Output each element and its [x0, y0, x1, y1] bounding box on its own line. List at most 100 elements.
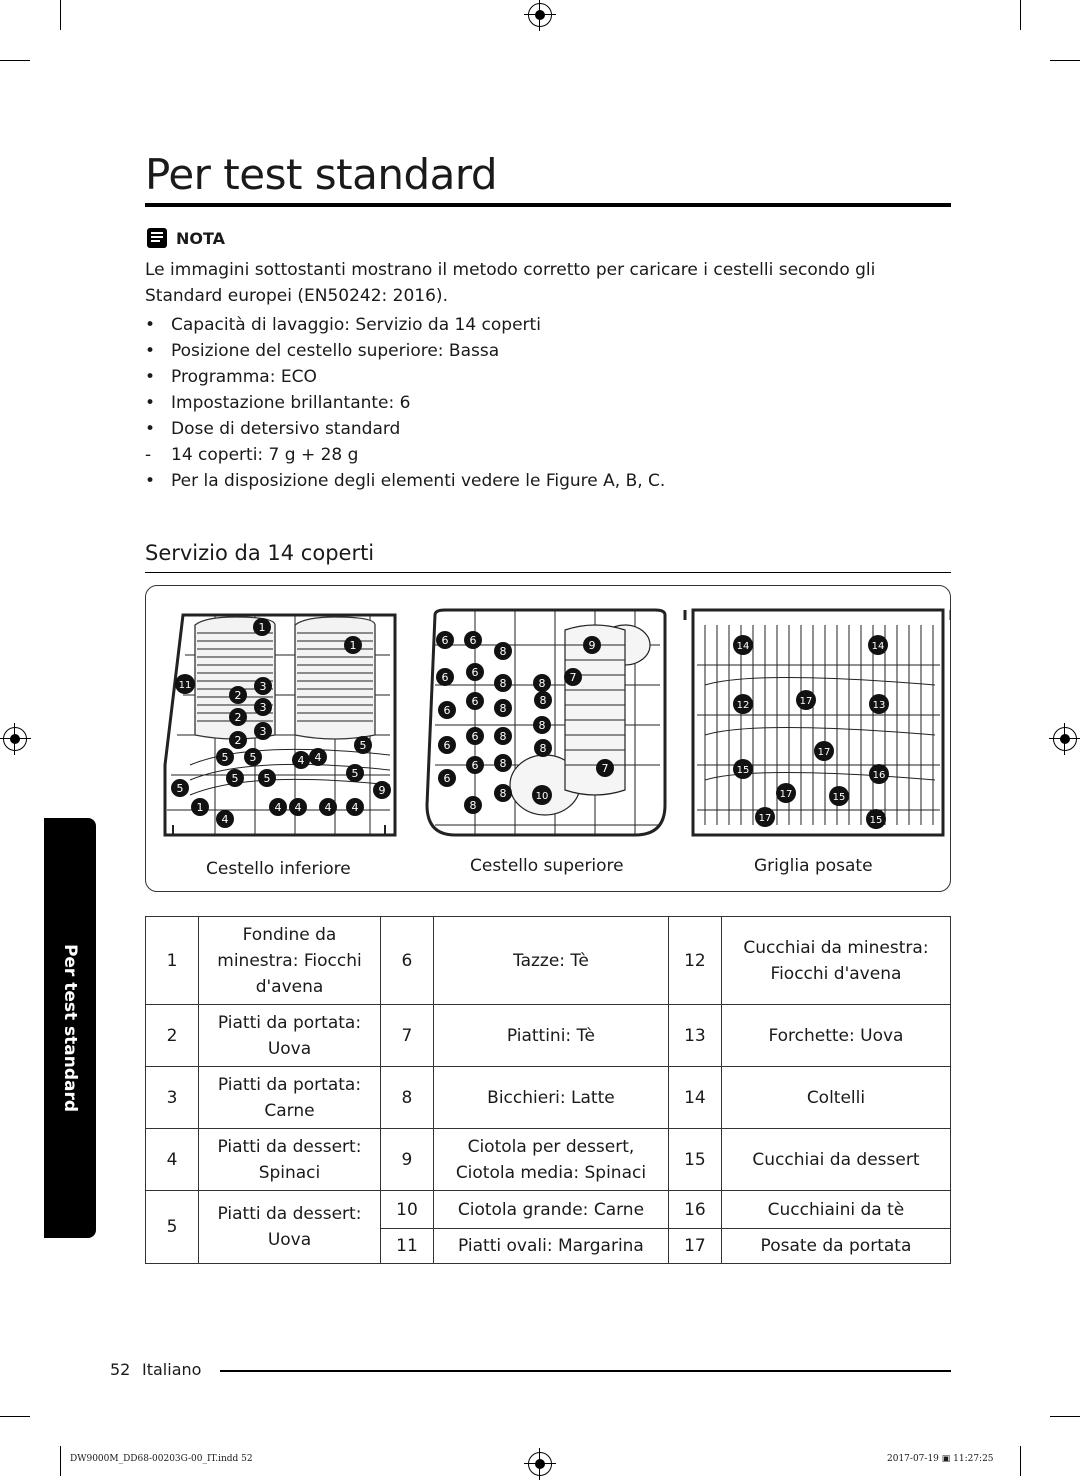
badge-circle — [258, 769, 276, 787]
figure-number-badge: 14 — [868, 635, 888, 655]
item-number: 4 — [145, 1128, 199, 1191]
sub-list-item: -14 coperti: 7 g + 28 g — [145, 445, 359, 465]
figure-number-badge: 8 — [494, 784, 512, 802]
badge-label: 6 — [444, 704, 451, 717]
item-number: 6 — [379, 916, 434, 1005]
crop-mark — [60, 0, 61, 30]
figure-number-badge: 3 — [254, 698, 272, 716]
figure-number-badge: 8 — [494, 674, 512, 692]
item-number: 9 — [379, 1128, 434, 1191]
badge-circle — [533, 674, 551, 692]
badge-circle — [596, 759, 614, 777]
item-number: 8 — [379, 1066, 434, 1129]
badge-label: 17 — [800, 696, 813, 707]
badge-circle — [829, 786, 849, 806]
badge-circle — [344, 636, 362, 654]
badge-circle — [269, 798, 287, 816]
badge-circle — [466, 756, 484, 774]
badge-circle — [534, 691, 552, 709]
badge-label: 6 — [442, 634, 449, 647]
badge-circle — [373, 781, 391, 799]
badge-circle — [533, 716, 551, 734]
badge-label: 4 — [325, 801, 332, 814]
badge-label: 6 — [472, 759, 479, 772]
badge-label: 4 — [352, 801, 359, 814]
badge-circle — [319, 798, 337, 816]
badge-label: 5 — [360, 739, 367, 752]
figure-number-badge: 4 — [319, 798, 337, 816]
item-label: Piatti da dessert:Uova — [198, 1190, 381, 1264]
note-icon — [147, 228, 167, 248]
badge-circle — [254, 722, 272, 740]
figure-number-badge: 1 — [253, 618, 271, 636]
badge-label: 11 — [179, 680, 192, 691]
figure-number-badge: 8 — [494, 727, 512, 745]
badge-label: 14 — [737, 641, 750, 652]
figure-number-badge: 9 — [373, 781, 391, 799]
item-number: 3 — [145, 1066, 199, 1129]
badge-circle — [494, 727, 512, 745]
item-label: Cucchiaini da tè — [720, 1190, 952, 1229]
crop-mark — [1020, 1446, 1021, 1476]
badge-circle — [494, 784, 512, 802]
figure-number-badge: 15 — [866, 809, 886, 829]
crop-mark — [60, 1446, 61, 1476]
badge-circle — [866, 809, 886, 829]
badge-circle — [354, 736, 372, 754]
figure-number-badge: 6 — [436, 668, 454, 686]
badge-circle — [534, 739, 552, 757]
registration-mark-icon — [0, 723, 31, 755]
badge-label: 9 — [379, 784, 386, 797]
figure-number-badge: 8 — [494, 754, 512, 772]
item-number: 5 — [145, 1190, 199, 1264]
note-header: NOTA — [145, 226, 225, 250]
figure-number-badge: 15 — [733, 759, 753, 779]
list-item: •Impostazione brillantante: 6 — [145, 393, 411, 413]
item-label: Ciotola grande: Carne — [432, 1190, 669, 1229]
badge-label: 2 — [235, 689, 242, 702]
figure-number-badge: 2 — [229, 731, 247, 749]
badge-circle — [733, 759, 753, 779]
badge-circle — [494, 699, 512, 717]
badge-circle — [494, 754, 512, 772]
badge-circle — [229, 708, 247, 726]
badge-circle — [814, 741, 834, 761]
badge-circle — [583, 636, 601, 654]
item-label: Piatti da dessert:Spinaci — [198, 1128, 381, 1191]
badge-circle — [244, 748, 262, 766]
figure-number-badge: 5 — [258, 769, 276, 787]
caption-lower-basket: Cestello inferiore — [206, 859, 351, 879]
figure-number-badge: 8 — [494, 699, 512, 717]
badge-circle — [346, 798, 364, 816]
figure-number-badge: 1 — [191, 798, 209, 816]
badge-circle — [229, 731, 247, 749]
badge-label: 1 — [259, 621, 266, 634]
figure-number-badge: 2 — [229, 708, 247, 726]
badge-label: 6 — [444, 739, 451, 752]
badge-label: 3 — [260, 725, 267, 738]
item-number: 7 — [379, 1004, 434, 1067]
figure-number-badge: 6 — [438, 736, 456, 754]
figure-number-badge: 8 — [533, 716, 551, 734]
badge-circle — [229, 686, 247, 704]
badge-circle — [253, 618, 271, 636]
badge-label: 6 — [470, 634, 477, 647]
item-label: Tazze: Tè — [432, 916, 669, 1005]
crop-mark — [1050, 60, 1080, 61]
item-label: Ciotola per dessert,Ciotola media: Spina… — [432, 1128, 669, 1191]
registration-mark-icon — [1049, 723, 1080, 755]
figure-number-badge: 4 — [346, 798, 364, 816]
figure-number-badge: 5 — [171, 779, 189, 797]
print-slug-right: 2017-07-19 ▣ 11:27:25 — [887, 1454, 994, 1464]
badge-label: 8 — [500, 787, 507, 800]
crop-mark — [1050, 1416, 1080, 1417]
figure-box — [145, 585, 951, 892]
badge-label: 4 — [298, 754, 305, 767]
figure-number-badge: 6 — [466, 663, 484, 681]
badge-label: 8 — [470, 799, 477, 812]
item-number: 12 — [667, 916, 722, 1005]
item-label: Piatti da portata:Carne — [198, 1066, 381, 1129]
